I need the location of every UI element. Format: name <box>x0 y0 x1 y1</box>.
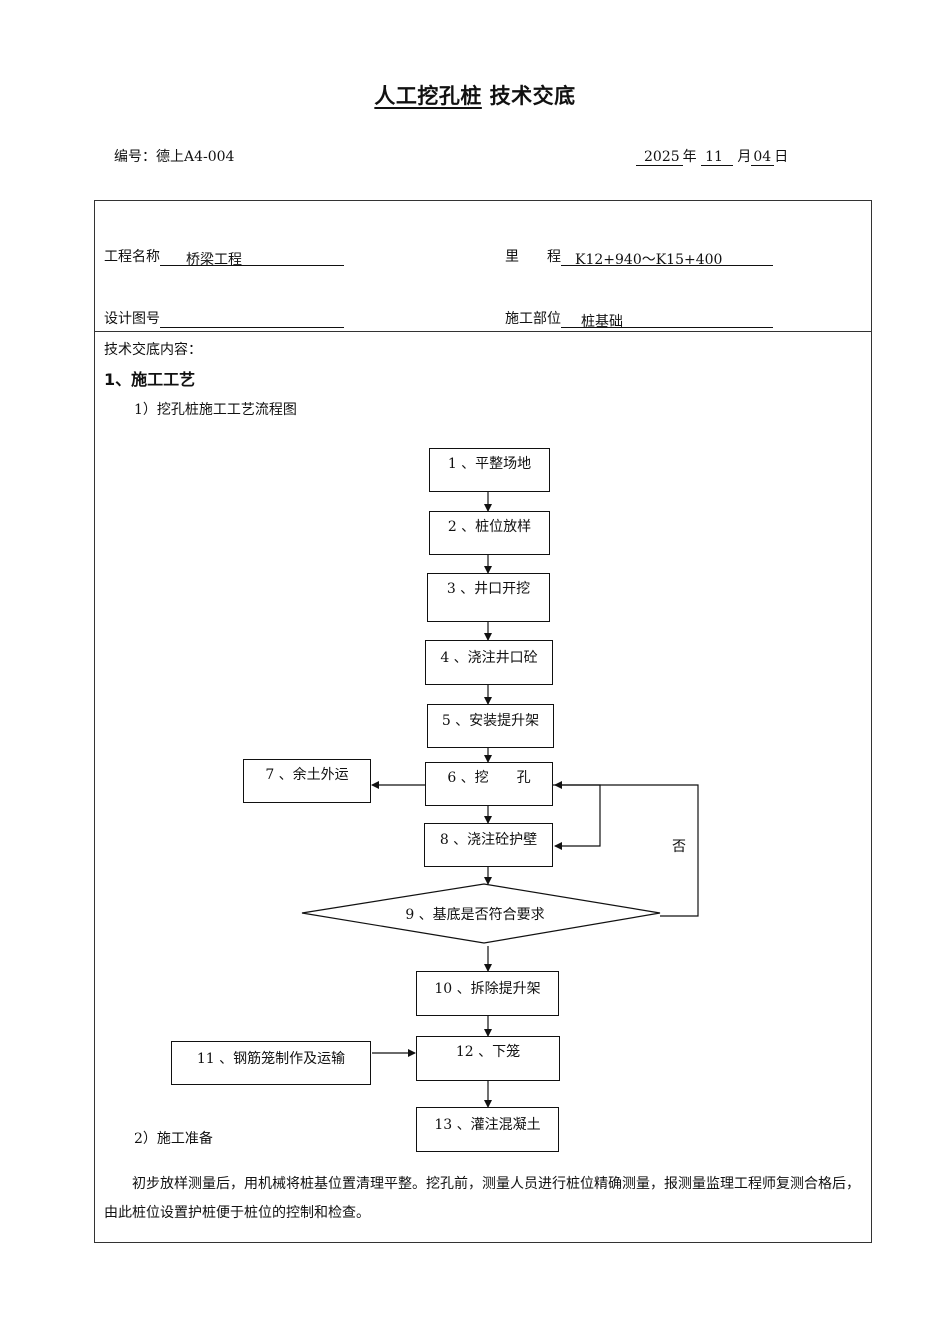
preparation-paragraph: 初步放样测量后，用机械将桩基位置清理平整。挖孔前，测量人员进行桩位精确测量，报测… <box>104 1176 860 1221</box>
step-4-box: 4 、浇注井口砼 <box>425 640 553 685</box>
project-name-field: 工程名称桥梁工程 <box>104 246 344 268</box>
mileage-value: K12+940～K15+400 <box>561 249 773 268</box>
section-heading: 1、施工工艺 <box>104 370 196 389</box>
project-name-value: 桥梁工程 <box>160 249 344 268</box>
location-value: 桩基础 <box>561 311 773 330</box>
step-7-box: 7 、余土外运 <box>243 759 371 803</box>
date-day-unit: 日 <box>774 149 789 165</box>
drawing-number-value <box>160 311 344 328</box>
step-3-box: 3 、井口开挖 <box>427 573 550 622</box>
date-day: 04 <box>751 149 775 166</box>
number-label: 编号： <box>114 149 156 165</box>
date-year-unit: 年 <box>682 149 697 165</box>
step-11-box: 11 、钢筋笼制作及运输 <box>171 1041 371 1085</box>
step-2-box: 2 、桩位放样 <box>429 511 550 555</box>
step-5-box: 5 、安装提升架 <box>427 704 554 748</box>
number-value: 德上A4-004 <box>156 149 235 165</box>
title-suffix: 技术交底 <box>481 84 576 108</box>
date-month: 11 <box>701 149 733 166</box>
location-label: 施工部位 <box>505 311 561 327</box>
drawing-number-field: 设计图号 <box>104 308 344 328</box>
subheading-flowchart: 1）挖孔桩施工工艺流程图 <box>134 402 297 418</box>
page-title: 人工挖孔桩 技术交底 <box>0 80 950 110</box>
arrow-6-8-loop <box>553 784 601 850</box>
form-frame <box>94 200 872 1243</box>
content-label: 技术交底内容： <box>104 342 202 358</box>
date-month-unit: 月 <box>737 149 752 165</box>
date-year: 2025 <box>636 149 683 166</box>
mileage-label: 里 程 <box>505 249 561 265</box>
decision-diamond <box>301 883 661 944</box>
subheading-preparation: 2）施工准备 <box>134 1131 213 1147</box>
drawing-number-label: 设计图号 <box>104 311 160 327</box>
arrow-9-6-no <box>554 781 699 917</box>
header-divider <box>94 331 872 332</box>
step-8-box: 8 、浇注砼护壁 <box>424 823 553 867</box>
document-number: 编号：德上A4-004 <box>114 146 234 166</box>
title-main: 人工挖孔桩 <box>374 84 482 108</box>
step-6-box: 6 、挖 孔 <box>425 762 553 806</box>
step-12-box: 12 、下笼 <box>416 1036 560 1081</box>
no-label: 否 <box>672 839 686 855</box>
step-13-box: 13 、灌注混凝土 <box>416 1107 559 1152</box>
step-9-label: 9 、基底是否符合要求 <box>405 907 545 923</box>
project-name-label: 工程名称 <box>104 249 160 265</box>
location-field: 施工部位桩基础 <box>505 308 773 330</box>
step-10-box: 10 、拆除提升架 <box>416 971 559 1016</box>
step-1-box: 1 、平整场地 <box>429 448 550 492</box>
